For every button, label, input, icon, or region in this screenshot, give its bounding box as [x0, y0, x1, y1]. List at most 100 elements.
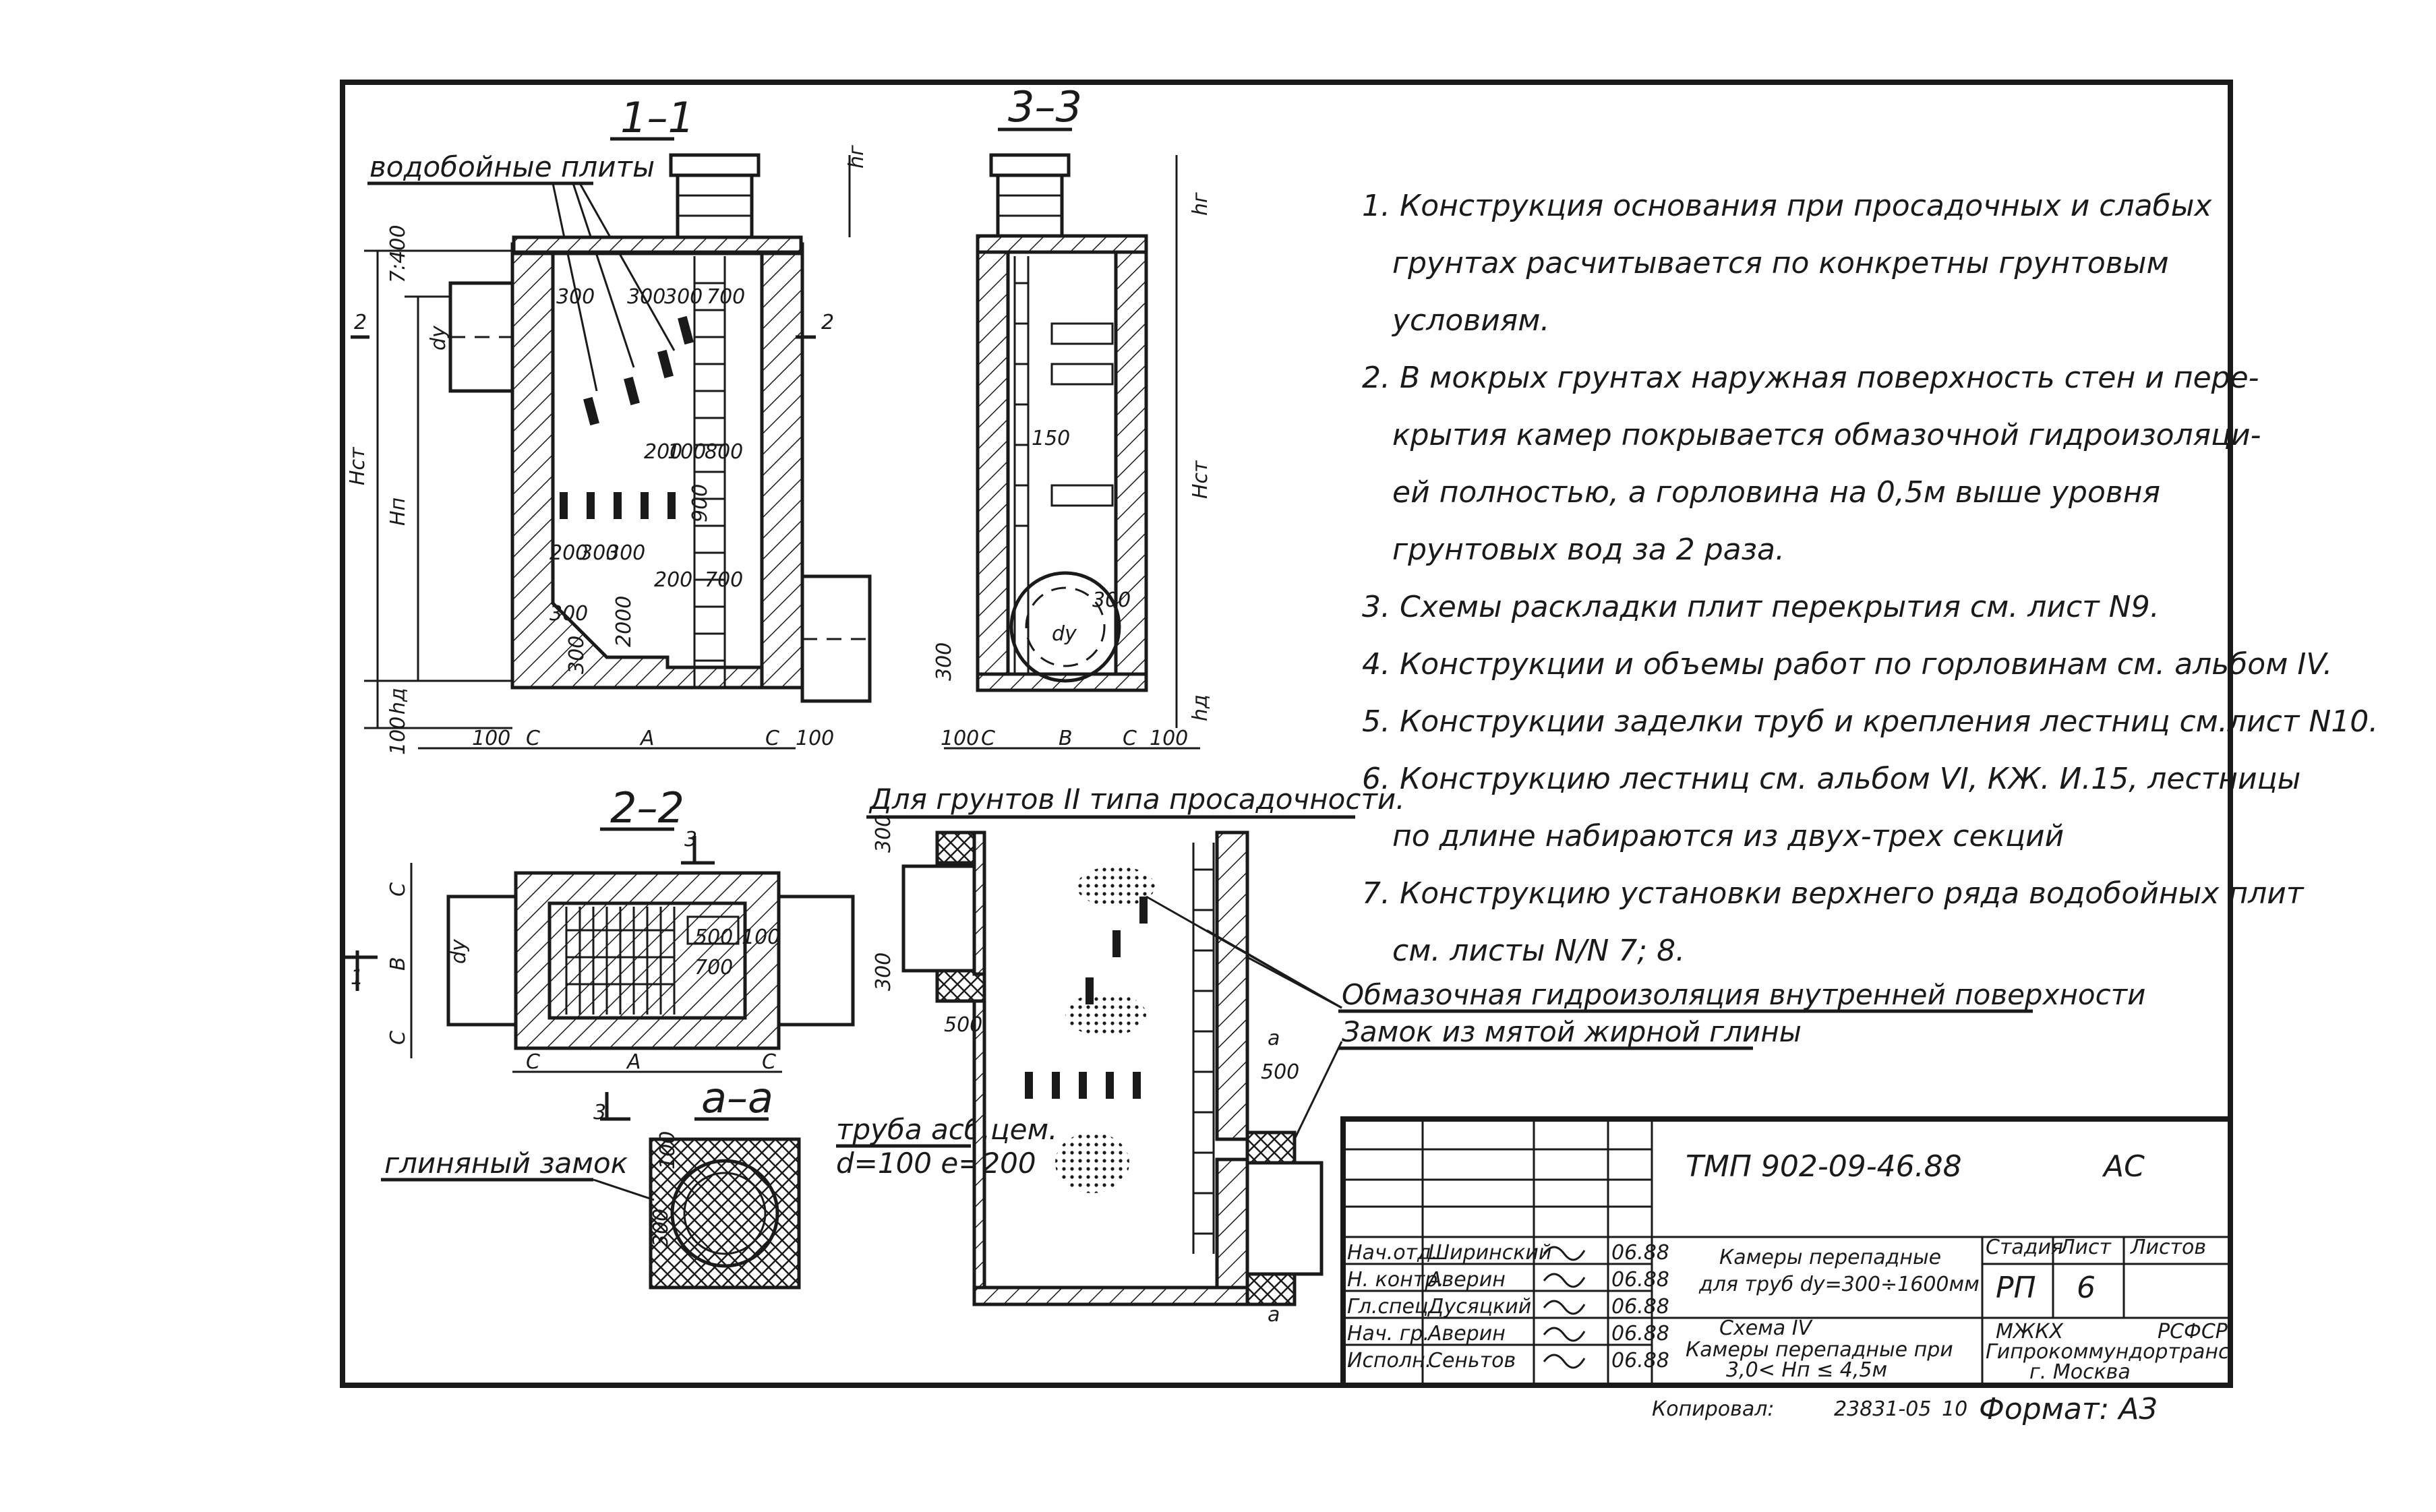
svg-text:100: 100: [742, 926, 780, 949]
svg-text:3: 3: [593, 1101, 606, 1124]
svg-text:3,0< Hп ≤ 4,5м: 3,0< Hп ≤ 4,5м: [1726, 1358, 1887, 1382]
soil-type-label: Для грунтов II типа просадочности.: [868, 783, 1405, 816]
svg-text:700: 700: [705, 568, 743, 592]
note-line: 4. Конструкции и объемы работ по горлови…: [1362, 647, 2332, 682]
svg-text:г. Москва: г. Москва: [2029, 1360, 2131, 1384]
note-line: по длине набираются из двух-трех секций: [1392, 819, 2064, 853]
svg-text:hг: hг: [845, 145, 868, 169]
svg-text:Дусяцкий: Дусяцкий: [1427, 1295, 1531, 1319]
svg-text:Нач. гр.: Нач. гр.: [1347, 1322, 1429, 1345]
svg-text:а: а: [1268, 1303, 1280, 1327]
svg-text:300: 300: [556, 285, 595, 309]
svg-text:Камеры перепадные при: Камеры перепадные при: [1686, 1338, 1953, 1362]
copy-number: 23831-05: [1834, 1397, 1931, 1421]
svg-text:МЖКХ: МЖКХ: [1996, 1320, 2064, 1343]
svg-text:Листов: Листов: [2130, 1236, 2206, 1259]
svg-text:dy: dy: [427, 325, 450, 351]
section-a-a: а–а 100 300 глиняный замок труба асб.цем…: [381, 1073, 1058, 1290]
section-2-2-title: 2–2: [610, 783, 684, 833]
svg-text:300: 300: [607, 541, 645, 565]
svg-text:200: 200: [644, 440, 682, 464]
svg-text:B: B: [386, 957, 410, 971]
note-line: 1. Конструкция основания при просадочных…: [1362, 189, 2212, 223]
svg-text:A: A: [626, 1050, 641, 1074]
svg-text:Аверин: Аверин: [1427, 1322, 1506, 1345]
obmaz-label: Обмазочная гидроизоляция внутренней пове…: [1342, 978, 2145, 1011]
notes-block: 1. Конструкция основания при просадочных…: [1362, 189, 2378, 968]
svg-text:06.88: 06.88: [1611, 1268, 1669, 1292]
sheet-frame: [340, 80, 2233, 1388]
svg-text:06.88: 06.88: [1611, 1241, 1669, 1265]
note-line: грунтах расчитывается по конкретны грунт…: [1392, 246, 2169, 280]
svg-text:06.88: 06.88: [1611, 1295, 1669, 1319]
svg-text:Аверин: Аверин: [1427, 1268, 1506, 1292]
copied-label: Копировал:: [1652, 1397, 1775, 1421]
svg-text:Камеры перепадные: Камеры перепадные: [1719, 1246, 1941, 1269]
section-1-1: 1–1 водобойные плиты: [346, 93, 872, 755]
svg-text:Схема IV: Схема IV: [1719, 1317, 1814, 1340]
note-line: грунтовых вод за 2 раза.: [1392, 533, 1785, 567]
svg-text:900: 900: [688, 484, 712, 522]
note-line: крытия камер покрывается обмазочной гидр…: [1392, 418, 2261, 452]
svg-text:500: 500: [944, 1013, 982, 1037]
format-label: Формат: А3: [1979, 1392, 2158, 1426]
svg-text:Лист: Лист: [2059, 1236, 2112, 1259]
svg-text:C: C: [981, 727, 995, 750]
svg-text:C: C: [526, 727, 540, 750]
svg-text:hд: hд: [1189, 694, 1212, 721]
svg-text:500: 500: [1261, 1060, 1299, 1084]
svg-text:100: 100: [386, 717, 410, 755]
svg-text:B: B: [1059, 727, 1073, 750]
svg-text:C: C: [386, 1031, 410, 1045]
svg-text:300: 300: [580, 541, 618, 565]
svg-text:7:400: 7:400: [386, 225, 410, 283]
svg-text:Исполн.: Исполн.: [1347, 1349, 1431, 1372]
svg-text:2: 2: [821, 311, 834, 334]
note-line: 7. Конструкцию установки верхнего ряда в…: [1362, 876, 2305, 911]
svg-text:300: 300: [627, 285, 665, 309]
svg-text:dy: dy: [447, 938, 471, 964]
svg-text:dy: dy: [1052, 622, 1077, 646]
section-3-3: 3–3 150 dy 300 300 Hст hг hд 100 C B C 1…: [932, 82, 1212, 750]
truba-label-2: d=100 e=200: [836, 1147, 1036, 1180]
svg-text:100: 100: [941, 727, 979, 750]
svg-text:200: 200: [549, 541, 588, 565]
svg-text:Ширинский: Ширинский: [1428, 1241, 1551, 1265]
svg-text:Н. контр.: Н. контр.: [1347, 1268, 1444, 1292]
svg-text:100: 100: [667, 440, 706, 464]
svg-text:700: 700: [707, 285, 745, 309]
note-line: условиям.: [1391, 303, 1549, 338]
svg-text:06.88: 06.88: [1611, 1349, 1669, 1372]
section-2-2: 2–2 3 500 100 700 dy B C C 1 C A C 3: [344, 783, 855, 1124]
svg-text:A: A: [639, 727, 655, 750]
section-a-a-title: а–а: [701, 1073, 773, 1122]
note-line: 2. В мокрых грунтах наружная поверхность…: [1362, 361, 2259, 395]
section-soil-type-2: Для грунтов II типа просадочности. 300 3…: [866, 783, 2145, 1327]
svg-text:АС: АС: [2102, 1149, 2145, 1184]
svg-text:300: 300: [872, 814, 895, 853]
svg-text:100: 100: [1150, 727, 1188, 750]
note-line: ей полностью, а горловина на 0,5м выше у…: [1392, 475, 2160, 510]
note-line: 5. Конструкции заделки труб и крепления …: [1362, 704, 2378, 739]
svg-text:Стадия: Стадия: [1986, 1236, 2063, 1259]
note-line: 6. Конструкцию лестниц см. альбом VI, КЖ…: [1362, 762, 2300, 796]
svg-text:ТМП 902-09-46.88: ТМП 902-09-46.88: [1686, 1149, 1962, 1184]
truba-label-1: труба асб.цем.: [836, 1113, 1058, 1146]
svg-text:C: C: [526, 1050, 540, 1074]
vodoboinye-label: водобойные плиты: [369, 150, 655, 183]
note-line: 3. Схемы раскладки плит перекрытия см. л…: [1362, 590, 2160, 624]
svg-text:300: 300: [649, 1209, 673, 1247]
svg-text:Гипрокоммундортранс: Гипрокоммундортранс: [1986, 1340, 2230, 1364]
zamok-glina-label: Замок из мятой жирной глины: [1342, 1015, 1802, 1048]
svg-text:Hст: Hст: [346, 446, 369, 485]
svg-text:hд: hд: [386, 688, 410, 715]
svg-text:100: 100: [472, 727, 510, 750]
svg-text:300: 300: [932, 642, 956, 681]
svg-text:Hп: Hп: [386, 497, 410, 526]
glinyany-zamok-label: глиняный замок: [384, 1147, 628, 1180]
svg-text:2: 2: [354, 311, 367, 334]
svg-text:Нач.отд.: Нач.отд.: [1347, 1241, 1437, 1265]
svg-text:200: 200: [654, 568, 692, 592]
note-line: см. листы N/N 7; 8.: [1392, 934, 1685, 968]
